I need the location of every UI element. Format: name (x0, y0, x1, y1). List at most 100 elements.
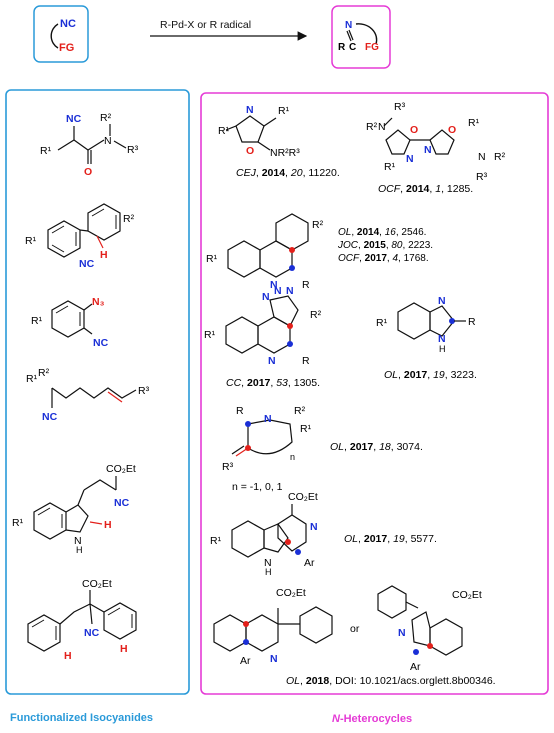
r3-label: R³ (222, 461, 234, 473)
r1-label: R¹ (26, 373, 38, 385)
o2-label: O (448, 124, 456, 136)
phenanthridine-product: R¹ R² N R (206, 213, 324, 291)
azide-label: N₃ (92, 296, 105, 308)
indole-n-label: N (74, 535, 82, 547)
r3-label: R³ (127, 144, 139, 156)
product-box: N R C FG (331, 5, 391, 69)
r1-label: R¹ (300, 423, 312, 435)
r2-label: R² (100, 112, 112, 124)
r1b-label: R¹ (468, 117, 480, 129)
reactant-fg: FG (59, 42, 74, 54)
ref-page: 2223. (408, 240, 433, 251)
ref-text: OL, 2017, 19, 3223. (384, 369, 477, 381)
ref-text: CEJ, 2014, 20, 11220. (236, 167, 340, 179)
ref-journal: CC (226, 377, 242, 389)
ref-text: OL, 2017, 19, 5577. (344, 533, 437, 545)
isocyanobiphenyl: R¹ R² NC H (25, 203, 135, 270)
ester-label: CO₂Et (288, 491, 318, 503)
r1-label: R¹ (278, 105, 290, 117)
reactant-box: NC FG (33, 5, 89, 63)
ref-volume: 20 (290, 167, 303, 179)
left-panel-caption: Functionalized Isocyanides (10, 712, 153, 724)
left-caption-text: Functionalized Isocyanides (10, 712, 154, 724)
r-label: R (302, 355, 310, 367)
ref-journal: OL (384, 369, 398, 381)
reactant-nc: NC (60, 18, 76, 30)
product-r: R (338, 42, 346, 53)
ref-page: 1285. (447, 183, 473, 195)
ref-page: 1768. (404, 253, 429, 264)
r2-label: R² (312, 219, 324, 231)
r-label: R (302, 279, 310, 291)
h-label: H (439, 344, 446, 354)
n3-label: N (286, 285, 294, 297)
ar2-label: Ar (410, 661, 421, 673)
r1-label: R¹ (31, 315, 43, 327)
n1-label: N (270, 653, 278, 665)
arrow-label: R-Pd-X or R radical (160, 19, 251, 31)
n-subscript: n (290, 452, 295, 462)
ref-journal: OL (330, 441, 344, 453)
n1-label: N (262, 291, 270, 303)
ref-page: 3074. (397, 441, 423, 453)
ref-doi: DOI: 10.1021/acs.orglett.8b00346. (335, 675, 496, 687)
r1-label: R¹ (12, 517, 24, 529)
ester1-label: CO₂Et (276, 587, 306, 599)
r3b-label: R³ (476, 171, 488, 183)
h-label: H (265, 567, 272, 577)
r1a-label: R¹ (384, 161, 396, 173)
isoquinoline-isoindole-products: CO₂Et N Ar or CO₂Et N Ar OL, 2018, DOI: … (213, 585, 496, 687)
caption-italic-n: N (332, 713, 340, 725)
phenanthridine-refs: OL, 2014, 16, 2546. JOC, 2015, 80, 2223.… (337, 227, 433, 264)
r1-label: R¹ (204, 329, 216, 341)
r2-label: R² (123, 213, 135, 225)
h-label: H (104, 519, 112, 531)
ref-line: OL, 2014, 16, 2546. (338, 227, 426, 238)
h-label: H (100, 249, 108, 261)
r1-label: R¹ (206, 253, 218, 265)
ref-volume: 1 (435, 183, 441, 195)
bisoxazole-product: R³ R² N O N N O R¹ R¹ N R² R³ OCF, 2014,… (366, 101, 506, 195)
ref-volume: 19 (433, 369, 445, 381)
ref-volume: 4 (392, 253, 398, 264)
ref-journal: CEJ (236, 167, 257, 179)
carboline-product: CO₂Et R¹ N N H Ar OL, 2017, 19, 5577. (210, 491, 437, 577)
ref-year: 2017 (404, 369, 428, 381)
ref-year: 2014 (357, 227, 380, 238)
r1-label: R¹ (25, 235, 37, 247)
r2b-label: R² (494, 151, 506, 163)
dibenzyl-isocyanide: CO₂Et NC H H (27, 578, 137, 662)
nc-label: NC (84, 627, 100, 639)
n-label: N (270, 279, 278, 291)
n4-label: N (268, 355, 276, 367)
n-label: N (310, 521, 318, 533)
ref-year: 2017 (247, 377, 271, 389)
h1-label: H (64, 650, 72, 662)
ref-page: 3223. (451, 369, 477, 381)
ref-journal: OL (286, 675, 300, 687)
n2-label: N (274, 285, 282, 297)
ref-text: OL, 2017, 18, 3074. (330, 441, 423, 453)
ref-text: OL, 2018, DOI: 10.1021/acs.orglett.8b003… (286, 675, 496, 687)
ester-label: CO₂Et (82, 578, 112, 590)
ref-volume: 80 (391, 240, 403, 251)
ref-page: 5577. (411, 533, 437, 545)
carbonyl-o-label: O (84, 166, 92, 178)
product-fg: FG (365, 42, 379, 53)
ref-volume: 18 (379, 441, 391, 453)
nrr-label: NR²R³ (270, 147, 300, 159)
n2-label: N (398, 627, 406, 639)
n3-label: N (424, 144, 432, 156)
ref-journal: OL (338, 227, 351, 238)
ester-label: CO₂Et (106, 463, 136, 475)
ref-journal: OL (344, 533, 358, 545)
ref-year: 2017 (364, 533, 388, 545)
r3-label: R³ (138, 385, 150, 397)
ref-year: 2017 (350, 441, 374, 453)
ref-page: 1305. (294, 377, 320, 389)
product-c: C (349, 42, 356, 53)
r3a-label: R³ (394, 101, 406, 113)
product-n: N (345, 20, 352, 31)
ring-size-range: n = -1, 0, 1 (232, 481, 283, 493)
ref-line: JOC, 2015, 80, 2223. (337, 240, 433, 251)
